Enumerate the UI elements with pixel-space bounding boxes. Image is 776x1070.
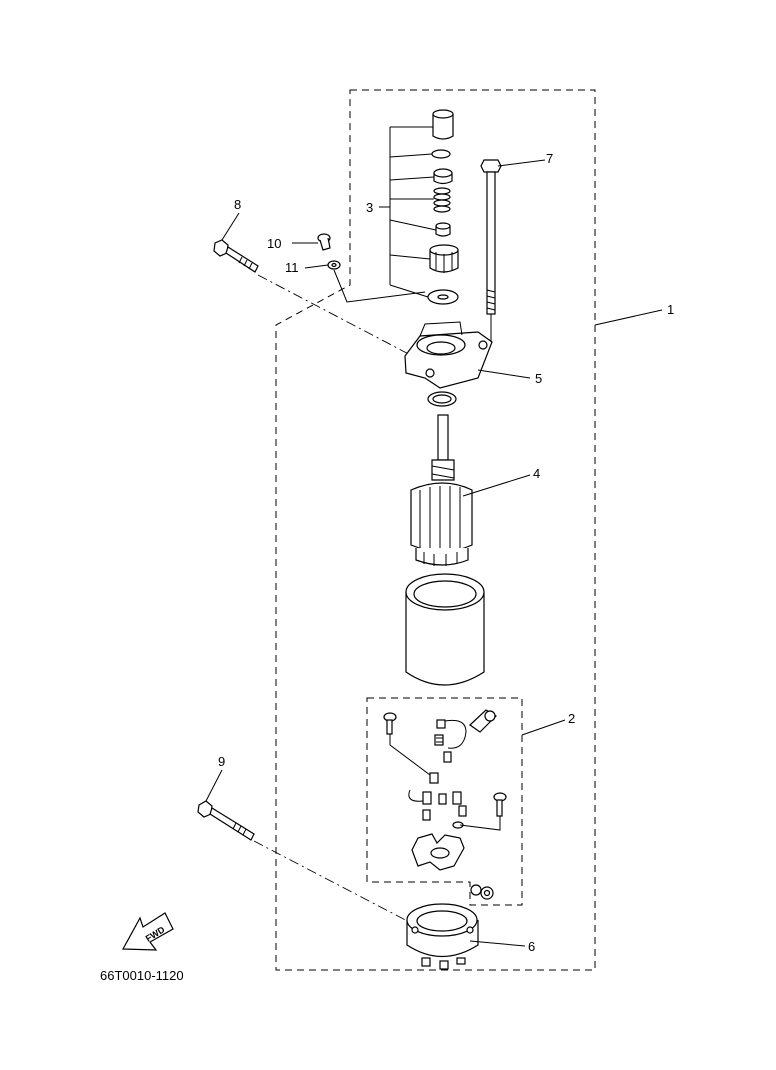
leader-9 <box>205 769 223 802</box>
bolt-upper <box>213 239 259 273</box>
screw-small <box>317 233 331 251</box>
callout-5: 5 <box>535 371 542 386</box>
callout-2: 2 <box>568 711 575 726</box>
bolt-upper-axis <box>257 274 421 361</box>
bolt-lower <box>197 800 255 841</box>
pinion-kit-parts <box>427 109 459 305</box>
nut-washer <box>470 884 494 900</box>
o-ring <box>427 391 457 407</box>
callout-6: 6 <box>528 939 535 954</box>
through-bolt <box>478 159 502 343</box>
leader-4 <box>462 474 531 497</box>
yoke-housing <box>405 573 485 686</box>
fwd-arrow-icon: FWD <box>122 912 174 951</box>
brush-assembly-boundary <box>366 697 523 906</box>
leader-7 <box>497 159 546 167</box>
leader-11 <box>304 264 329 269</box>
brush-parts <box>383 709 507 871</box>
callout-3: 3 <box>366 200 373 215</box>
armature <box>410 414 473 566</box>
leader-2 <box>521 719 566 736</box>
leader-5 <box>477 369 531 379</box>
bolt-lower-axis <box>253 840 416 926</box>
leader-1 <box>594 309 663 326</box>
callout-11: 11 <box>285 260 299 275</box>
front-bracket <box>404 321 493 389</box>
callout-10: 10 <box>267 236 281 251</box>
leader-8 <box>221 212 240 241</box>
callout-4: 4 <box>533 466 540 481</box>
callout-9: 9 <box>218 754 225 769</box>
callout-8: 8 <box>234 197 241 212</box>
washer-small <box>327 260 341 270</box>
callout-1: 1 <box>667 302 674 317</box>
diagram-code: 66T0010-1120 <box>100 968 184 983</box>
screw-leader-path <box>333 269 426 303</box>
leader-6 <box>469 940 526 947</box>
assembly-boundary-outline <box>275 89 596 971</box>
pinion-kit-bracket <box>379 126 437 298</box>
rear-cover <box>406 903 479 970</box>
callout-7: 7 <box>546 151 553 166</box>
